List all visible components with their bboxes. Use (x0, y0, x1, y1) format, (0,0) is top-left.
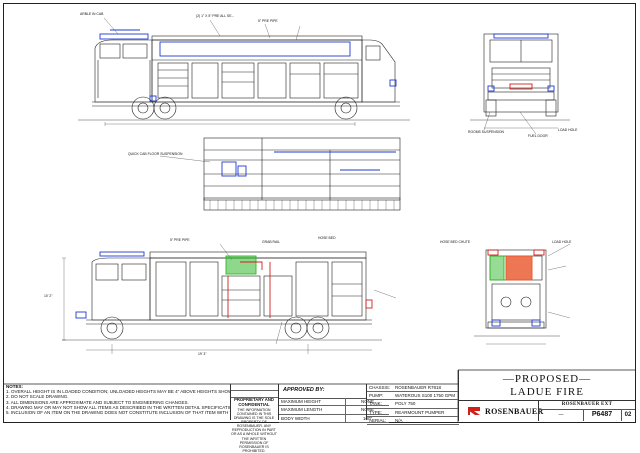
dimension-wheelbase: 19' 3" (198, 352, 207, 356)
vehicle-drawings (3, 17, 636, 423)
aerial-label: AERIAL: (369, 417, 387, 423)
tank-label: TANK: (369, 401, 382, 407)
callout-left-a: 5" PRE PIPE (170, 238, 190, 242)
pump-row: PUMP: WATEROUS S100 1750 GPM (367, 392, 459, 401)
spec-value: NONE (360, 407, 374, 413)
rear-view-color (487, 249, 545, 327)
note-line: 5. INCLUSION OF AN ITEM ON THE DRAWING D… (6, 409, 230, 415)
chassis-row: CHASSIS: ROSENBAUER R7818 (367, 384, 459, 393)
spec-label: MAXIMUM HEIGHT (279, 398, 346, 406)
callout-rear-b: LOAD HOLE (552, 240, 572, 244)
type-row: TYPE: REARMOUNT PUMPER (367, 409, 459, 417)
plan-view-blue (221, 151, 396, 177)
spec-row: BODY WIDTH 100" (279, 414, 389, 423)
callout-front-b: FUEL DOOR (528, 134, 548, 138)
spec-row: MAXIMUM LENGTH NONE (279, 406, 389, 415)
revision-block (230, 384, 279, 420)
callout-left-b: HOSE BED (318, 236, 336, 240)
spec-value: 100" (362, 415, 373, 421)
chassis-label: CHASSIS: (369, 385, 391, 390)
front-view-color (487, 33, 555, 92)
proprietary-title: PROPRIETARY AND CONFIDENTIAL (234, 397, 274, 407)
tank-value: POLY 750 (395, 401, 416, 407)
note-line: 1. OVERALL HEIGHT IS IN LOADED CONDITION… (6, 389, 230, 395)
callout-plan: QUICK CAB FLOOR SUSPENSION (128, 152, 183, 156)
drawing-number: P6487 (583, 409, 622, 421)
note-line: 4. DRAWING MAY OR MAY NOT SHOW ALL ITEMS… (6, 404, 230, 410)
notes-heading: NOTES: (6, 384, 24, 389)
note-line: 2. DO NOT SCALE DRAWING. (6, 394, 69, 400)
aerial-row: AERIAL: N/A (367, 417, 459, 425)
title-block: —PROPOSED— LADUE FIRE (458, 370, 635, 400)
drawing-sheet-number: 02 (624, 412, 632, 418)
spec-row: MAXIMUM HEIGHT NONE (279, 398, 389, 407)
note-line: 3. ALL DIMENSIONS ARE APPROXIMATE AND SU… (6, 399, 189, 405)
drawing-company: ROSENBAUER EXT (539, 401, 635, 410)
logo-wordmark: ROSENBAUER (485, 407, 544, 416)
drawing-number-block: ROSENBAUER EXT — P6487 02 (538, 400, 635, 421)
tank-row: TANK: POLY 750 (367, 400, 459, 409)
dimension-height: 10' 2" (44, 294, 53, 298)
pump-label: PUMP: (369, 393, 384, 399)
spec-label: MAXIMUM LENGTH (279, 406, 346, 414)
dimension-specs: MAXIMUM HEIGHT NONE MAXIMUM LENGTH NONE BO… (278, 398, 389, 423)
spec-label: BODY WIDTH (279, 414, 346, 422)
callout-cab-label: ARBLE IN CAB (80, 12, 104, 16)
callout-left-c: GRAB RAIL (262, 240, 281, 244)
side-elevation-officer-blue (99, 29, 397, 102)
title-proposed: —PROPOSED— (502, 373, 592, 385)
notes-block: NOTES: 1. OVERALL HEIGHT IS IN LOADED CO… (6, 384, 230, 420)
proprietary-notice: PROPRIETARY AND CONFIDENTIAL THE INFORMA… (230, 397, 278, 453)
side-elevation-officer (78, 17, 410, 126)
approved-by-label: APPROVED BY: (283, 387, 325, 393)
approved-by-field: APPROVED BY: (278, 384, 367, 399)
title-customer: LADUE FIRE (510, 385, 584, 398)
proprietary-body: THE INFORMATION CONTAINED IN THIS DRAWIN… (231, 407, 277, 453)
drawing-sheet: ARBLE IN CAB (2) 1" X 5" PRE ALL SE... 5… (3, 3, 636, 453)
aerial-value: N/A (395, 417, 403, 423)
spec-value: NONE (360, 399, 374, 405)
side-elevation-driver (62, 243, 397, 354)
callout-top-a: (2) 1" X 5" PRE ALL SE... (196, 14, 235, 18)
callout-top-b: 5" PRE PIPE (258, 19, 278, 23)
callout-front-c: LOAD HOLE (558, 128, 578, 132)
pump-value: WATEROUS S100 1750 GPM (395, 393, 456, 399)
chassis-specs: CHASSIS: ROSENBAUER R7818 PUMP: WATEROUS S… (366, 384, 459, 425)
plan-view (159, 137, 401, 211)
callout-rear-a: HOSE BED CHUTE (440, 240, 471, 244)
callout-front-a: ROOMS SUSPENSION (468, 130, 504, 134)
type-label: TYPE: (369, 409, 383, 415)
type-value: REARMOUNT PUMPER (395, 409, 445, 415)
side-elevation-driver-color (75, 251, 373, 319)
rosenbauer-mark-icon (468, 407, 480, 415)
rosenbauer-logo: ROSENBAUER (458, 400, 543, 421)
chassis-value: ROSENBAUER R7818 (395, 385, 442, 390)
drawing-scale: — (539, 409, 584, 421)
